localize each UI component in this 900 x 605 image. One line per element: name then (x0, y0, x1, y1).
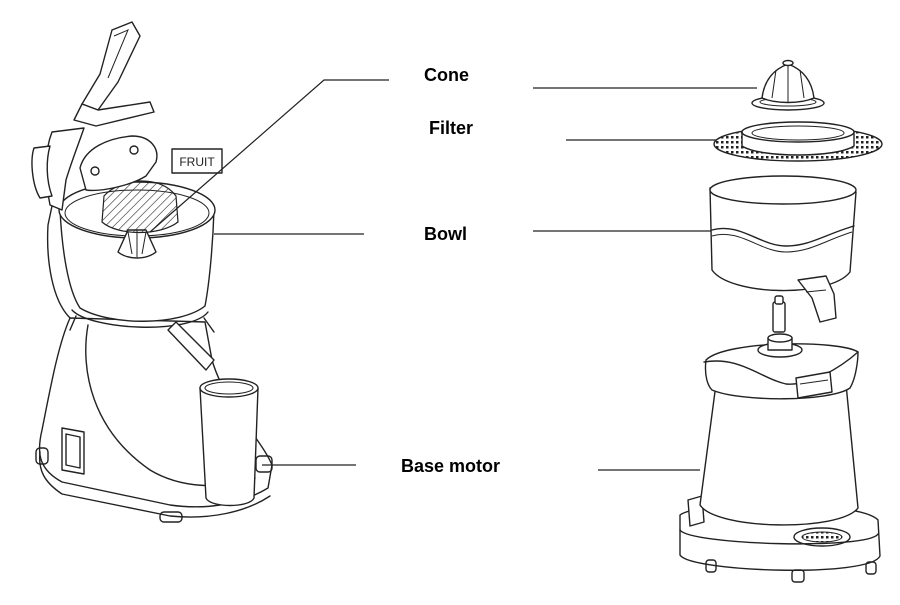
label-cone: Cone (424, 65, 469, 85)
foot (159, 511, 183, 523)
bowl-part (709, 175, 857, 323)
label-bowl: Bowl (424, 224, 467, 244)
shaft (772, 295, 786, 333)
label-base-motor: Base motor (401, 456, 501, 476)
base-motor-unit (679, 333, 881, 583)
power-switch (61, 427, 85, 475)
assembled-juicer: FRUIT (31, 21, 273, 523)
fruit-sticker-text: FRUIT (179, 155, 215, 169)
label-filter: Filter (429, 118, 474, 138)
assembled-bowl (59, 209, 215, 322)
lever-arm (81, 21, 141, 111)
fruit-sticker: FRUIT (171, 148, 223, 174)
glass (199, 378, 259, 507)
cone-leader-left (149, 79, 389, 233)
cone-part (751, 59, 825, 111)
filter-part (713, 121, 883, 162)
